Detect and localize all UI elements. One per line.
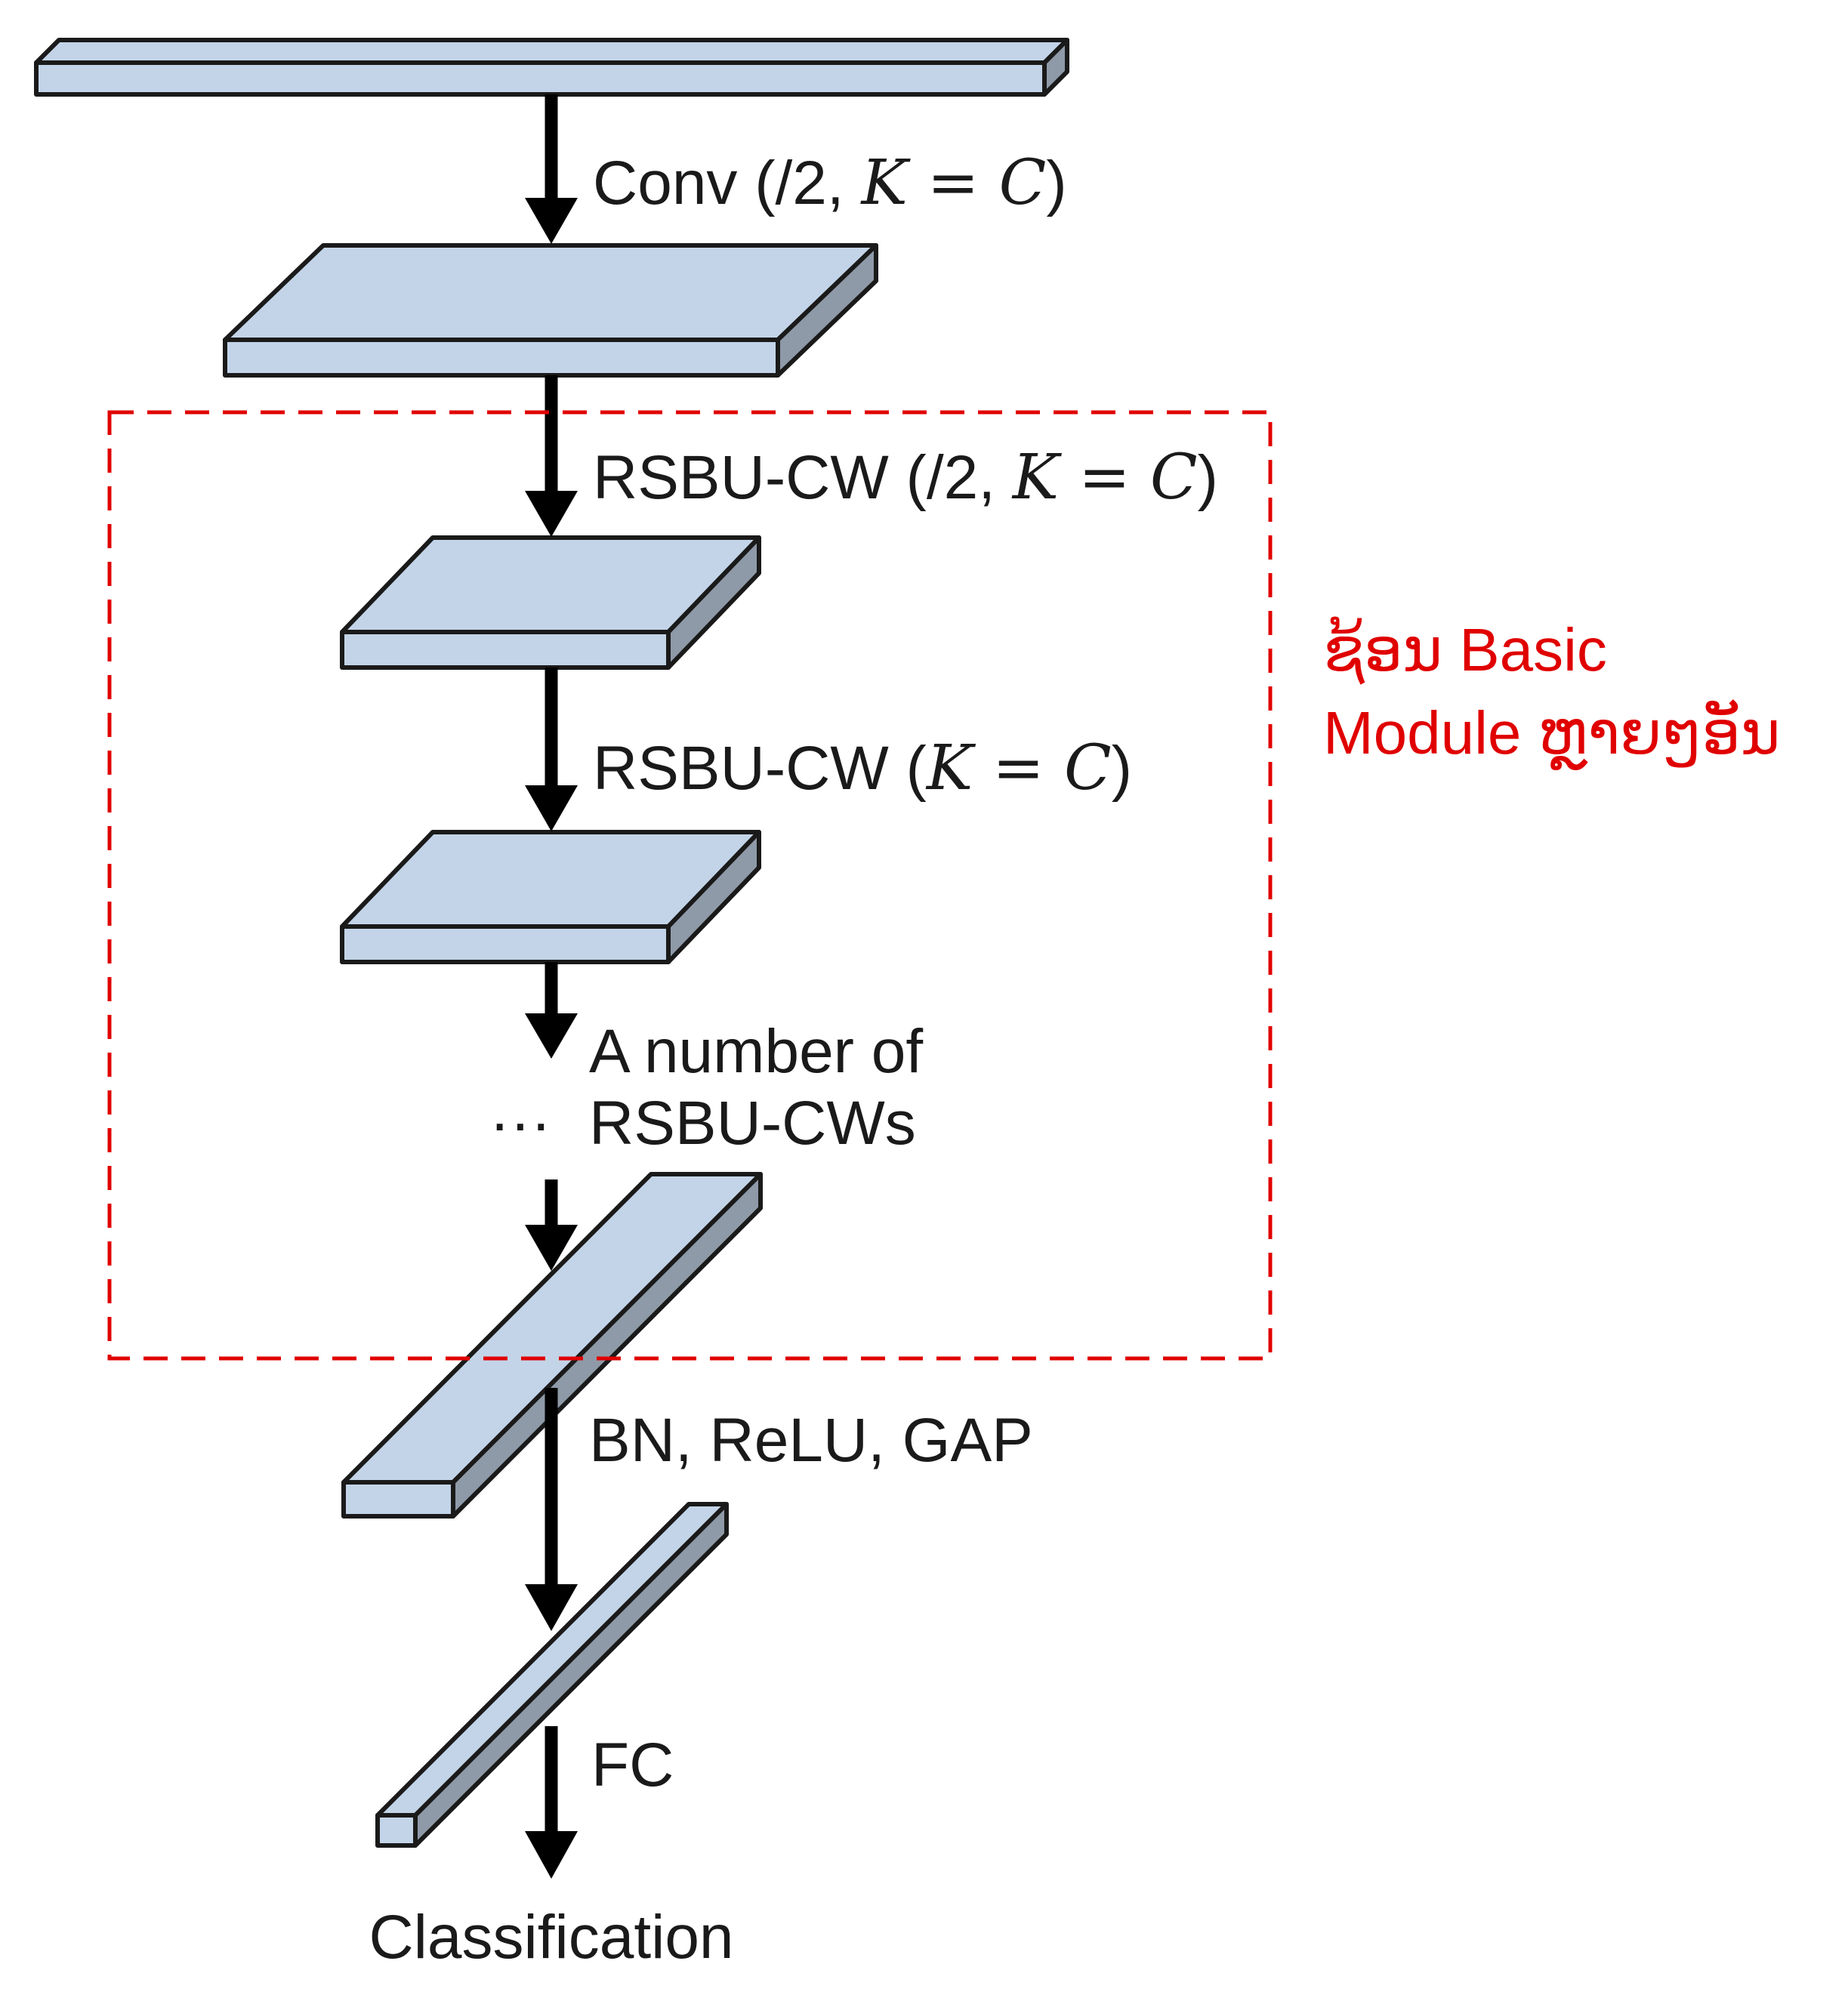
annotation-line-2: Module ຫຼາຍໆອັນ [1323,698,1780,770]
basic-module-dashed-box [107,410,1273,1361]
number-of-label-line1: A number of [589,1017,923,1086]
fc-label: FC [591,1731,674,1799]
classification-label: Classification [369,1903,733,1972]
number-of-label-line2: RSBU-CWs [589,1089,916,1158]
arrow-number-of [525,962,578,1059]
conv-label: Conv (/2, K = C) [593,147,1067,219]
ellipsis-label: ··· [489,1089,551,1158]
arrow-rsbu-1 [525,375,578,537]
conv-output-block [223,243,878,378]
rsbu-block-2 [340,830,761,964]
bn-relu-gap-label: BN, ReLU, GAP [589,1406,1033,1475]
rsbu-cw-downsample-label: RSBU-CW (/2, K = C) [593,442,1218,513]
stacked-rsbu-block [341,1172,763,1519]
arrow-rsbu-2 [525,668,578,831]
annotation-line-1: ຊ້ອນ Basic [1323,616,1607,685]
rsbu-block-1 [340,535,761,670]
rsbu-cw-label: RSBU-CW (K = C) [593,732,1132,804]
arrow-stacked [525,1179,578,1271]
arrow-conv [525,94,578,244]
arrow-bn-relu-gap [525,1388,578,1631]
arrow-fc [525,1726,578,1879]
gap-output-block [375,1502,729,1848]
input-block [34,38,1069,97]
